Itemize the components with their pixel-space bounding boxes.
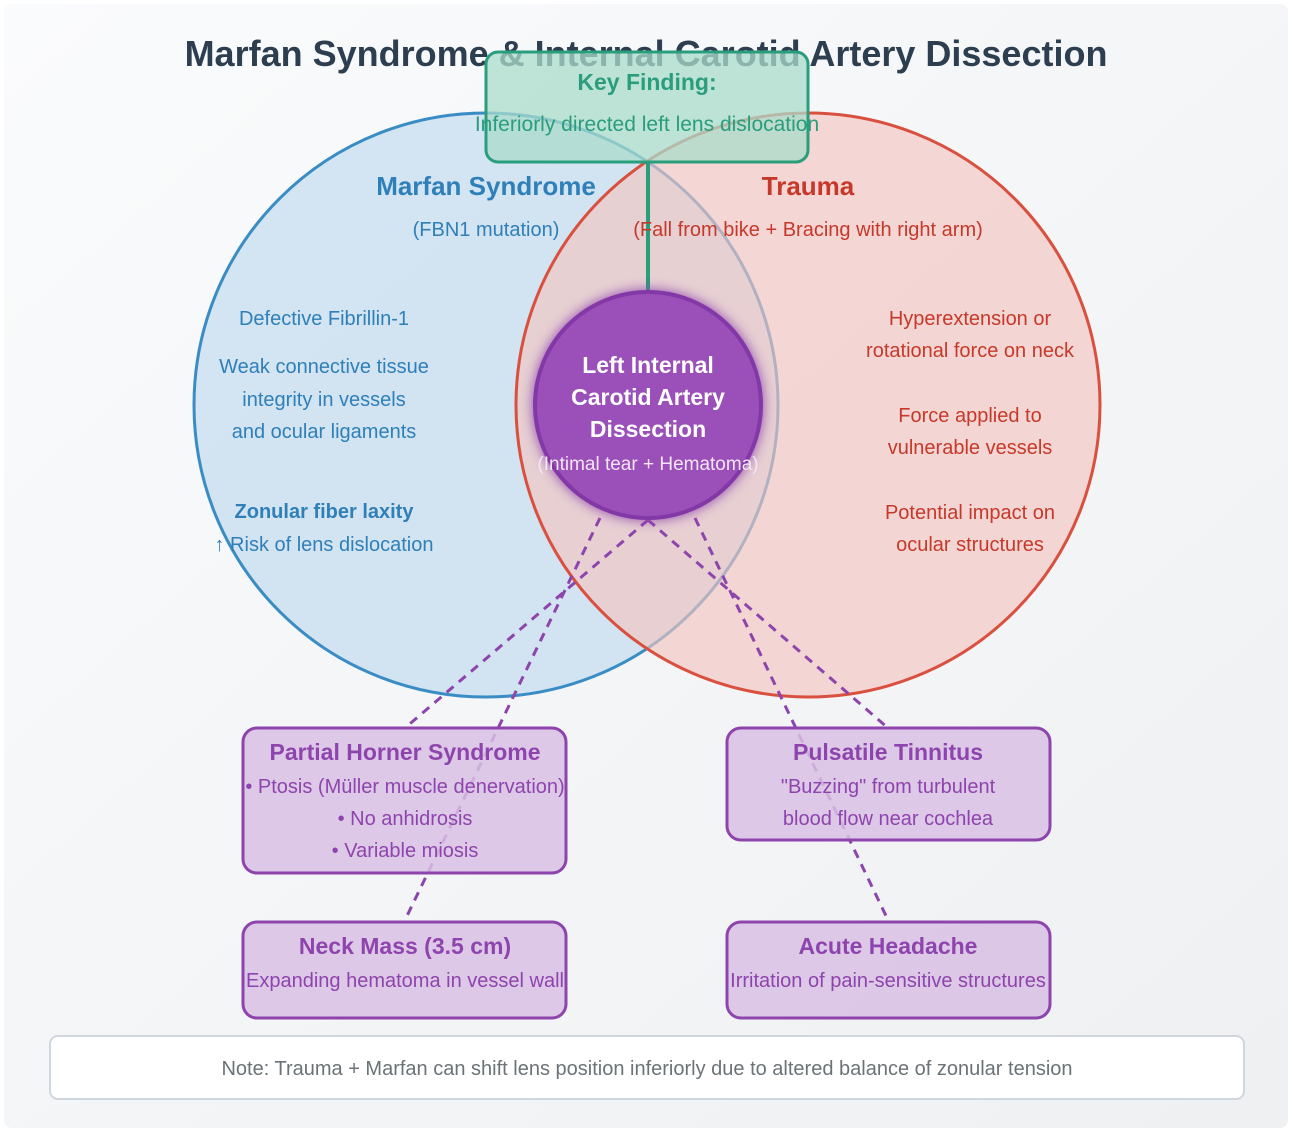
dissection-title-2: Carotid Artery [571,384,725,410]
trauma-point-vessels-2: vulnerable vessels [888,437,1053,459]
horner-line-anhidrosis: • No anhidrosis [338,808,473,830]
trauma-point-force-2: rotational force on neck [866,340,1075,362]
marfan-point-fibrillin: Defective Fibrillin-1 [239,308,409,330]
dissection-circle [533,290,763,520]
connector-headache [693,517,890,921]
trauma-heading: Trauma [762,171,855,201]
horner-heading: Partial Horner Syndrome [270,739,541,765]
key-finding-text: Inferiorly directed left lens dislocatio… [475,113,819,136]
note-text: Note: Trauma + Marfan can shift lens pos… [221,1058,1072,1080]
key-finding-heading: Key Finding: [577,69,716,95]
tinnitus-line-1: "Buzzing" from turbulent [781,776,996,798]
marfan-point-connective-2: integrity in vessels [242,389,405,411]
connector-horner [404,518,649,730]
horner-line-ptosis: • Ptosis (Müller muscle denervation) [245,776,564,798]
horner-box [241,726,568,875]
marfan-point-connective-1: Weak connective tissue [219,356,429,378]
headache-heading: Acute Headache [799,933,978,959]
tinnitus-box [725,726,1052,842]
dissection-title-3: Dissection [590,416,706,442]
dissection-subtitle: (Intimal tear + Hematoma) [537,454,758,475]
trauma-point-vessels-1: Force applied to [898,405,1041,427]
horner-line-miosis: • Variable miosis [332,840,479,862]
neck-mass-line: Expanding hematoma in vessel wall [246,970,564,992]
connector-tinnitus [647,518,889,730]
tinnitus-heading: Pulsatile Tinnitus [793,739,983,765]
marfan-point-risk: ↑ Risk of lens dislocation [215,534,434,556]
marfan-point-connective-3: and ocular ligaments [232,421,417,443]
note-box [49,1035,1245,1100]
trauma-subheading: (Fall from bike + Bracing with right arm… [633,219,983,241]
trauma-point-ocular-2: ocular structures [896,534,1044,556]
neck-mass-box [241,920,568,1020]
headache-line: Irritation of pain-sensitive structures [730,970,1046,992]
marfan-heading: Marfan Syndrome [376,171,596,201]
tinnitus-line-2: blood flow near cochlea [783,808,994,830]
trauma-point-ocular-1: Potential impact on [885,502,1055,524]
marfan-subheading: (FBN1 mutation) [413,219,560,241]
marfan-point-zonular: Zonular fiber laxity [235,501,415,523]
neck-mass-heading: Neck Mass (3.5 cm) [299,933,511,959]
trauma-point-force-1: Hyperextension or [889,308,1052,330]
key-finding-box [484,50,810,164]
headache-box [725,920,1052,1020]
dissection-title-1: Left Internal [582,352,714,378]
